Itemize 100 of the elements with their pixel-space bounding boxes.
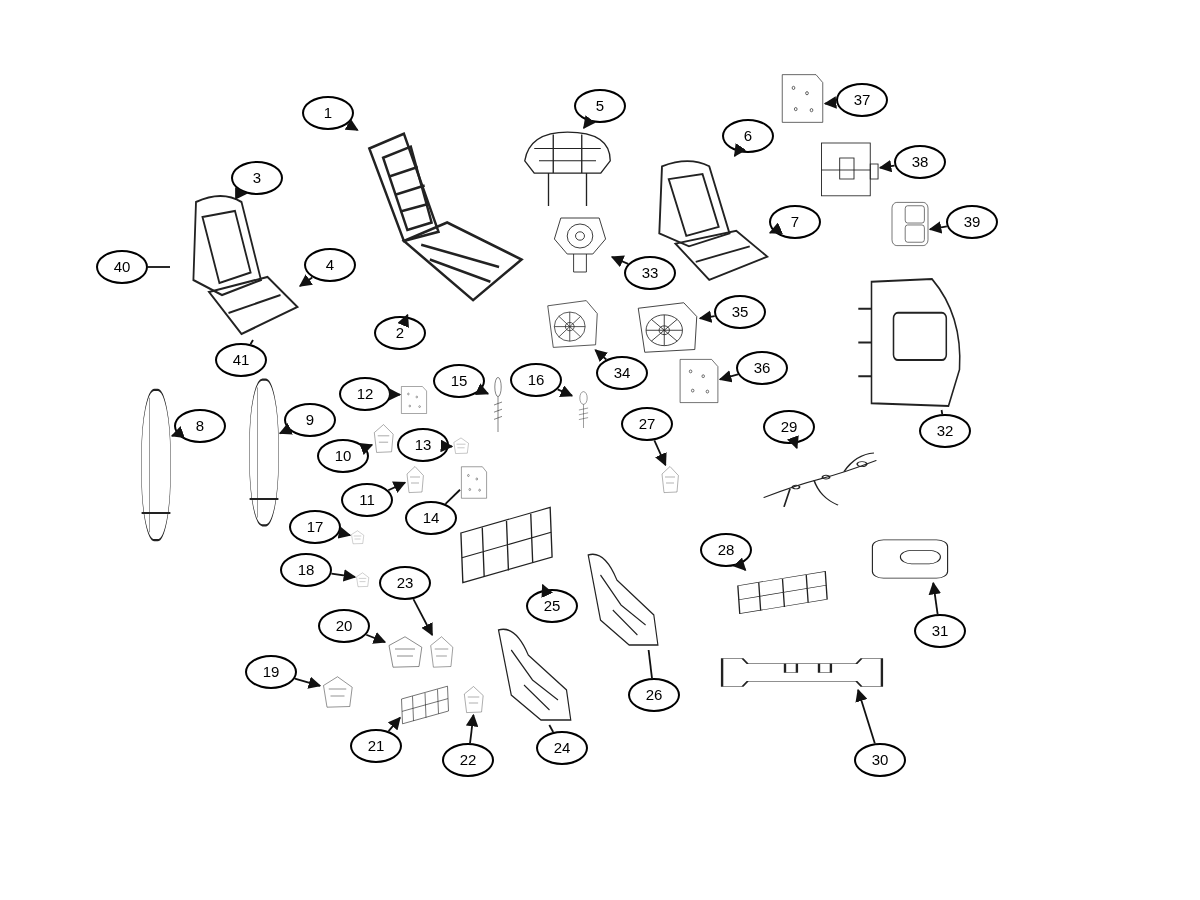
leader-line bbox=[249, 339, 254, 346]
leader-line bbox=[444, 488, 461, 505]
leader-arrow bbox=[610, 255, 629, 268]
callout-number: 38 bbox=[894, 145, 946, 179]
callout-number: 28 bbox=[700, 533, 752, 567]
clip-drawing bbox=[428, 635, 455, 670]
plate-drawing bbox=[400, 385, 428, 415]
callout-number: 20 bbox=[318, 609, 370, 643]
leader-arrow bbox=[388, 388, 402, 401]
leader-arrow bbox=[653, 439, 667, 467]
leader-arrow bbox=[465, 713, 479, 744]
callout-number: 23 bbox=[379, 566, 431, 600]
leader-arrow bbox=[365, 632, 387, 644]
sensor-pad-drawing bbox=[780, 72, 825, 125]
leader-arrow bbox=[928, 221, 948, 234]
seat-mat-drawing bbox=[458, 505, 555, 585]
connector-drawing bbox=[350, 530, 365, 545]
cover-drawing bbox=[460, 465, 488, 500]
leader-arrow bbox=[387, 716, 401, 733]
leader-arrow bbox=[541, 583, 554, 598]
callout-number: 14 bbox=[405, 501, 457, 535]
leader-arrow bbox=[235, 187, 248, 200]
callout-number: 41 bbox=[215, 343, 267, 377]
leader-arrow bbox=[928, 581, 942, 615]
leader-arrow bbox=[359, 443, 374, 455]
callout-number: 22 bbox=[442, 743, 494, 777]
callout-number: 8 bbox=[174, 409, 226, 443]
clip-drawing bbox=[660, 465, 680, 495]
callout-number: 24 bbox=[536, 731, 588, 765]
leader-arrow bbox=[733, 557, 747, 571]
latch-drawing bbox=[385, 635, 425, 670]
leader-arrow bbox=[594, 349, 609, 363]
leader-arrow bbox=[298, 274, 314, 287]
callout-number: 35 bbox=[714, 295, 766, 329]
leader-arrow bbox=[294, 676, 322, 689]
leader-arrow bbox=[397, 313, 409, 328]
callout-number: 37 bbox=[836, 83, 888, 117]
callout-number: 12 bbox=[339, 377, 391, 411]
leader-line bbox=[548, 724, 555, 733]
callout-number: 5 bbox=[574, 89, 626, 123]
leader-arrow bbox=[768, 222, 783, 235]
callout-number: 7 bbox=[769, 205, 821, 239]
callout-number: 11 bbox=[341, 483, 393, 517]
callout-number: 27 bbox=[621, 407, 673, 441]
callout-number: 2 bbox=[374, 316, 426, 350]
bracket-drawing bbox=[372, 423, 395, 455]
leader-line bbox=[940, 409, 944, 415]
callout-number: 3 bbox=[231, 161, 283, 195]
switch-drawing bbox=[890, 200, 930, 248]
callout-number: 13 bbox=[397, 428, 449, 462]
leader-arrow bbox=[823, 96, 838, 109]
callout-number: 32 bbox=[919, 414, 971, 448]
callout-number: 39 bbox=[946, 205, 998, 239]
knob-drawing bbox=[405, 465, 425, 495]
callout-number: 18 bbox=[280, 553, 332, 587]
latch-drawing bbox=[320, 675, 355, 710]
leader-arrow bbox=[582, 115, 596, 129]
callout-number: 33 bbox=[624, 256, 676, 290]
callout-number: 17 bbox=[289, 510, 341, 544]
leader-arrow bbox=[733, 143, 747, 158]
leader-arrow bbox=[330, 569, 357, 582]
callout-number: 31 bbox=[914, 614, 966, 648]
callout-number: 34 bbox=[596, 356, 648, 390]
leader-arrow bbox=[786, 435, 799, 450]
callout-number: 9 bbox=[284, 403, 336, 437]
callout-number: 29 bbox=[763, 410, 815, 444]
leader-arrow bbox=[878, 159, 896, 173]
callout-number: 6 bbox=[722, 119, 774, 153]
callout-number: 15 bbox=[433, 364, 485, 398]
leader-arrow bbox=[344, 118, 359, 131]
leader-line bbox=[147, 266, 171, 268]
leader-arrow bbox=[718, 370, 739, 383]
connector-drawing bbox=[355, 572, 370, 588]
leader-arrow bbox=[387, 481, 407, 494]
bracket-drawing bbox=[462, 685, 485, 715]
callout-number: 4 bbox=[304, 248, 356, 282]
callout-number: 21 bbox=[350, 729, 402, 763]
leader-arrow bbox=[278, 422, 293, 435]
callout-number: 1 bbox=[302, 96, 354, 130]
grille-drawing bbox=[400, 685, 450, 725]
clip-drawing bbox=[452, 437, 470, 455]
blower-fan-drawing bbox=[635, 300, 700, 355]
callout-number: 36 bbox=[736, 351, 788, 385]
leader-arrow bbox=[698, 310, 716, 323]
leader-arrow bbox=[440, 439, 454, 453]
callout-number: 25 bbox=[526, 589, 578, 623]
leader-arrow bbox=[337, 526, 352, 539]
callout-number: 40 bbox=[96, 250, 148, 284]
leader-arrow bbox=[170, 426, 185, 438]
blower-fan-drawing bbox=[545, 298, 600, 350]
leader-arrow bbox=[412, 598, 434, 637]
callout-number: 10 bbox=[317, 439, 369, 473]
leader-line bbox=[647, 649, 653, 679]
callout-number: 30 bbox=[854, 743, 906, 777]
sensor-pad-drawing bbox=[678, 357, 720, 405]
callout-number: 19 bbox=[245, 655, 297, 689]
leader-arrow bbox=[475, 383, 490, 395]
leader-arrow bbox=[556, 385, 574, 397]
callout-number: 26 bbox=[628, 678, 680, 712]
callout-number: 16 bbox=[510, 363, 562, 397]
